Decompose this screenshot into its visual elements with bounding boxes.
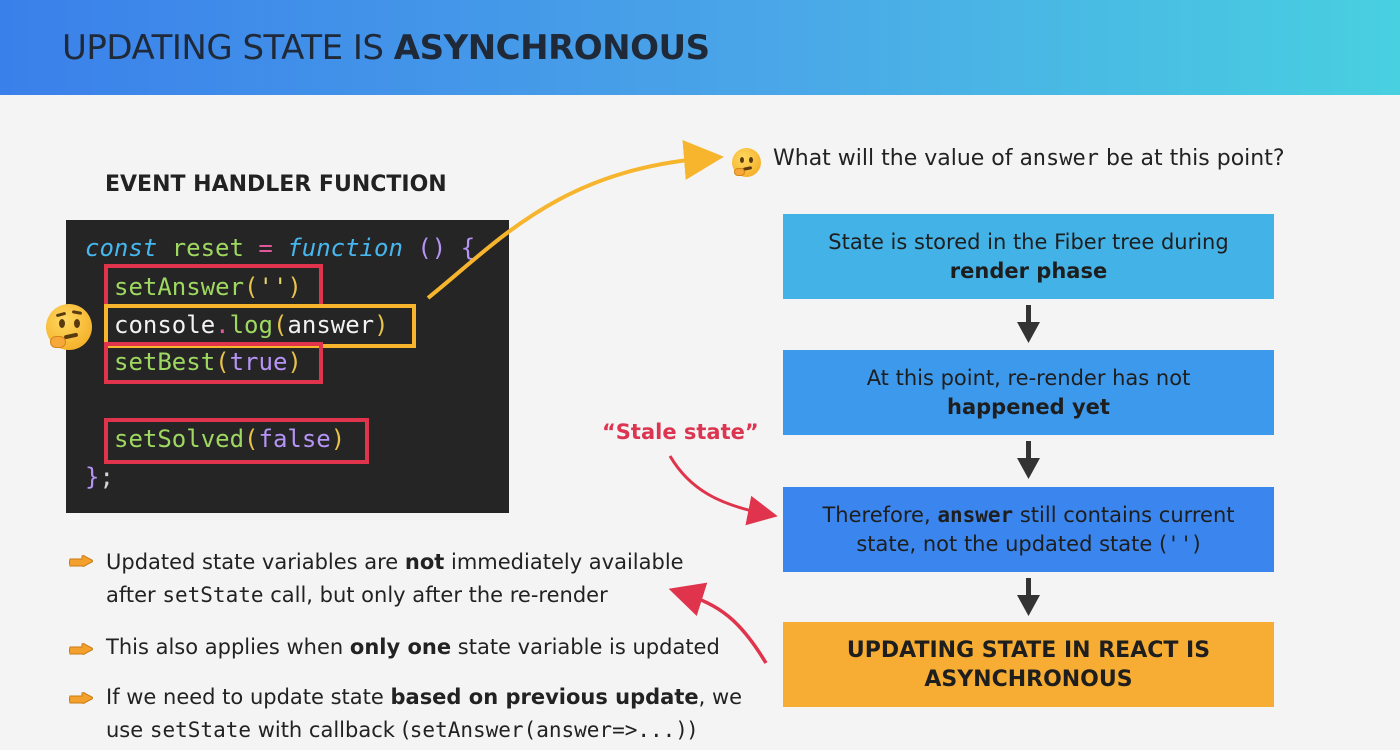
code-line-2: setAnswer('') xyxy=(114,273,302,301)
thinking-face-icon-question xyxy=(732,148,761,177)
header-banner: UPDATING STATE IS ASYNCHRONOUS xyxy=(0,0,1400,95)
arrow-to-question xyxy=(426,140,724,300)
down-arrow-3 xyxy=(1017,578,1040,616)
highlight-console-log xyxy=(104,304,416,348)
highlight-setbest xyxy=(104,342,323,384)
code-line-6: }; xyxy=(85,463,114,491)
code-panel-title: EVENT HANDLER FUNCTION xyxy=(105,172,447,197)
code-line-3: console.log(answer) xyxy=(114,311,389,339)
pointing-hand-icon xyxy=(69,692,93,704)
down-arrow-2 xyxy=(1017,441,1040,479)
down-arrow-1 xyxy=(1017,305,1040,343)
code-panel: const reset = function () { setAnswer(''… xyxy=(66,220,509,513)
highlight-setsolved xyxy=(104,418,369,464)
thinking-face-icon xyxy=(46,304,92,350)
slide-title: UPDATING STATE IS ASYNCHRONOUS xyxy=(62,28,710,68)
question-text: What will the value of answer be at this… xyxy=(773,146,1285,171)
flow-box-stale-answer: Therefore, answer still contains current… xyxy=(783,487,1274,572)
pointing-hand-icon xyxy=(69,555,93,567)
stale-state-label: “Stale state” xyxy=(602,420,759,444)
code-line-4: setBest(true) xyxy=(114,348,302,376)
code-line-1: const reset = function () { xyxy=(85,234,476,262)
pointing-hand-icon xyxy=(69,643,93,655)
code-line-5: setSolved(false) xyxy=(114,425,346,453)
arrow-conclusion-to-bullet xyxy=(668,582,768,664)
arrow-stale-to-box xyxy=(668,455,778,526)
flow-box-fiber-tree: State is stored in the Fiber tree during… xyxy=(783,214,1274,299)
